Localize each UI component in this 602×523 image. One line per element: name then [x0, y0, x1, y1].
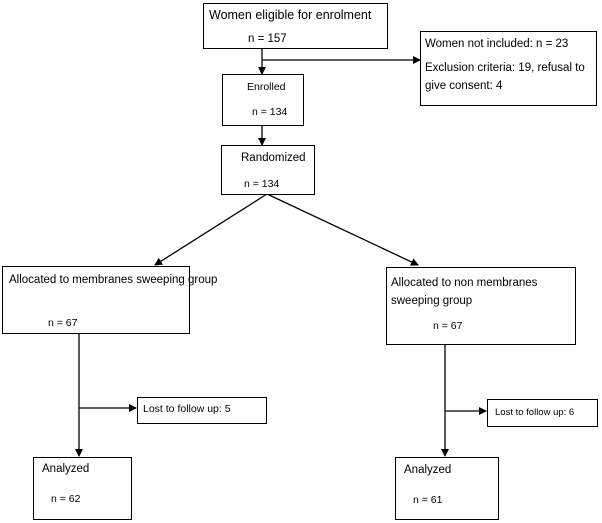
non-sweeping-group-box: Allocated to non membranes sweeping grou… [386, 267, 576, 345]
randomized-box: Randomized n = 134 [221, 145, 315, 195]
not-included-box: Women not included: n = 23 Exclusion cri… [420, 31, 597, 106]
analyzed-sweeping-label: Analyzed [42, 463, 90, 475]
eligible-count: n = 157 [248, 33, 287, 45]
analyzed-non-sweeping-count: n = 61 [413, 494, 443, 506]
lost-sweeping-label: Lost to follow up: 5 [143, 403, 231, 415]
not-included-label: Women not included: n = 23 [425, 38, 569, 50]
lost-sweeping-box: Lost to follow up: 5 [137, 397, 267, 424]
enrolled-count: n = 134 [252, 106, 288, 118]
analyzed-sweeping-box: Analyzed n = 62 [33, 457, 132, 520]
eligible-box: Women eligible for enrolment n = 157 [203, 3, 388, 49]
analyzed-sweeping-count: n = 62 [51, 493, 81, 505]
sweeping-group-box: Allocated to membranes sweeping group n … [2, 266, 217, 334]
eligible-label: Women eligible for enrolment [209, 8, 372, 22]
analyzed-non-sweeping-box: Analyzed n = 61 [395, 457, 499, 520]
enrolled-label: Enrolled [247, 81, 286, 93]
sweeping-group-count: n = 67 [48, 317, 78, 329]
enrolled-box: Enrolled n = 134 [222, 74, 304, 126]
not-included-detail: Exclusion criteria: 19, refusal to give … [425, 62, 585, 92]
randomized-count: n = 134 [244, 178, 280, 190]
sweeping-group-label: Allocated to membranes sweeping group [9, 274, 218, 286]
non-sweeping-group-count: n = 67 [433, 320, 463, 332]
non-sweeping-group-label: Allocated to non membranes sweeping grou… [391, 277, 538, 307]
analyzed-non-sweeping-label: Analyzed [404, 464, 452, 476]
arrow-randomized-to-non-sweeping [266, 193, 419, 266]
lost-non-sweeping-box: Lost to follow up: 6 [487, 399, 598, 427]
arrow-randomized-to-sweeping [154, 193, 268, 266]
lost-non-sweeping-label: Lost to follow up: 6 [495, 407, 575, 418]
randomized-label: Randomized [241, 152, 306, 164]
